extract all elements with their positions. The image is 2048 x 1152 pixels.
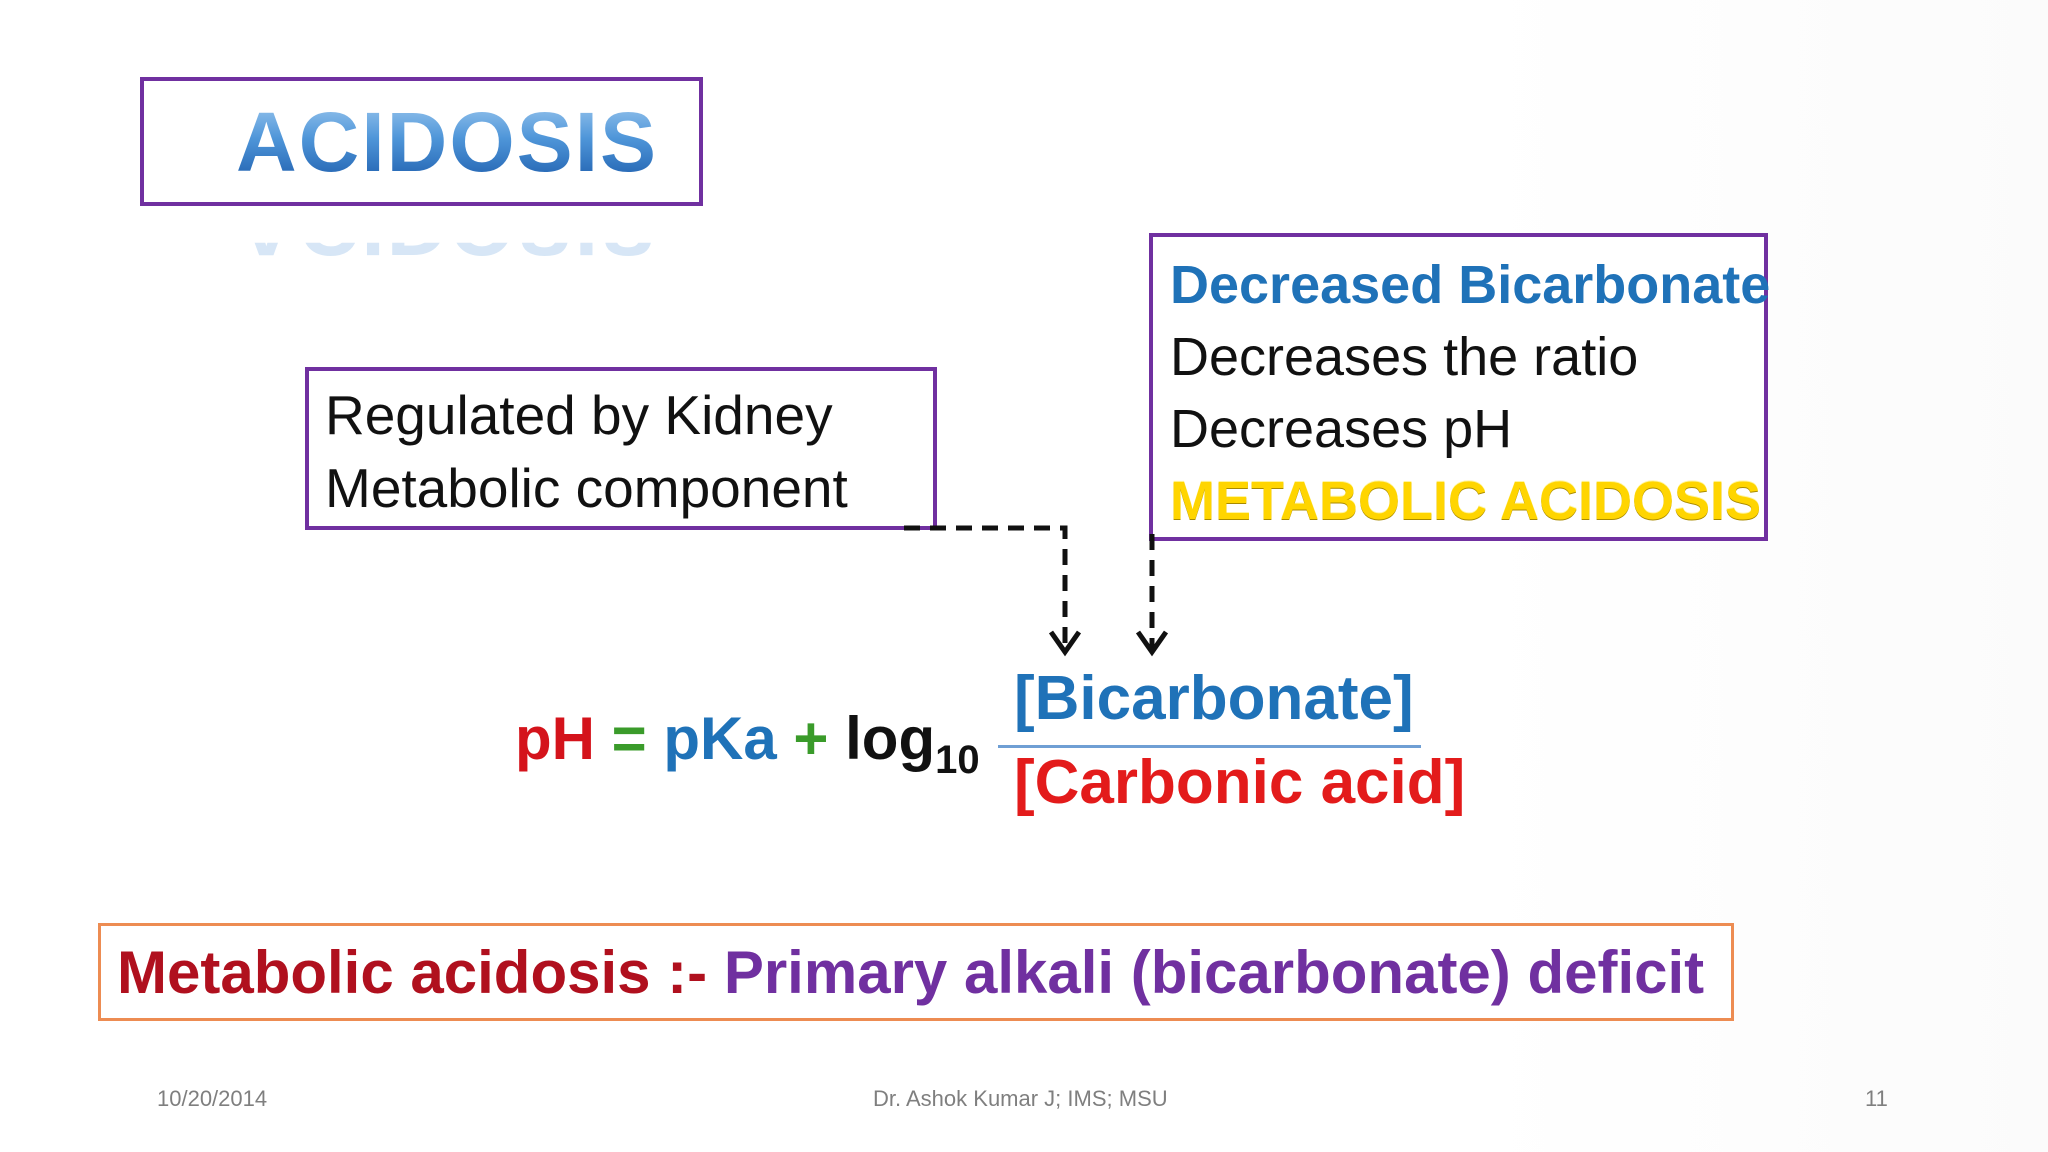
footer-date: 10/20/2014: [157, 1086, 268, 1111]
title-box: [140, 77, 703, 206]
kidney-callout-box: Regulated by Kidney Metabolic component: [305, 367, 937, 530]
slide-title: ACIDOSIS: [236, 95, 659, 189]
kidney-arrow-head: [1048, 630, 1082, 657]
footer-author: Dr. Ashok Kumar J; IMS; MSU: [873, 1086, 1168, 1111]
bicarbonate-heading: Decreased Bicarbonate: [1170, 255, 1771, 315]
definition-body: Primary alkali (bicarbonate) deficit: [723, 939, 1705, 1006]
equation-plus: +: [793, 705, 829, 772]
equation-log-base: 10: [935, 738, 980, 782]
footer-page-number: 11: [1865, 1086, 1888, 1111]
bicarbonate-line-3: Decreases pH: [1170, 399, 1513, 459]
equation-pka: pKa: [663, 705, 777, 772]
kidney-line-2: Metabolic component: [325, 457, 848, 519]
bicarbonate-line-2: Decreases the ratio: [1170, 327, 1639, 387]
definition-label: Metabolic acidosis :-: [117, 939, 708, 1006]
bicarbonate-arrow-head: [1135, 630, 1169, 657]
equation-equals: =: [611, 705, 647, 772]
equation-log: log: [845, 705, 936, 772]
equation-numerator: [Bicarbonate]: [1014, 664, 1414, 733]
kidney-line-1: Regulated by Kidney: [325, 384, 833, 446]
henderson-hasselbalch-equation: pH = pKa + log10: [515, 709, 980, 782]
definition-box: Metabolic acidosis :- Primary alkali (bi…: [98, 923, 1734, 1021]
definition-text: Metabolic acidosis :- Primary alkali (bi…: [117, 943, 1704, 1003]
metabolic-acidosis-highlight: METABOLIC ACIDOSIS: [1170, 471, 1761, 531]
equation-denominator: [Carbonic acid]: [1014, 748, 1466, 817]
bicarbonate-callout-box: Decreased Bicarbonate Decreases the rati…: [1149, 233, 1771, 541]
kidney-to-equation-arrow: [904, 525, 1068, 648]
fraction-line: [998, 745, 1421, 748]
equation-ph: pH: [515, 705, 595, 772]
